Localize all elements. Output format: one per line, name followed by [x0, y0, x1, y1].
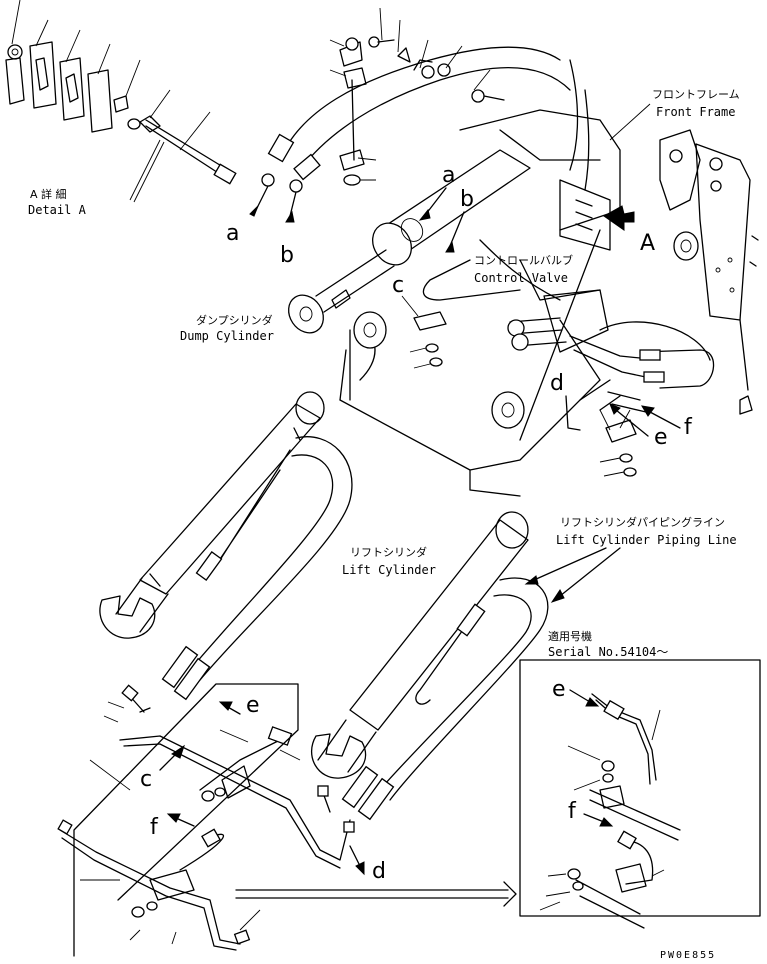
- transfer-arrow: [235, 889, 509, 899]
- dump-cylinder-label-en: Dump Cylinder: [180, 329, 274, 343]
- control-valve: [422, 239, 715, 431]
- ref-arrows-ab-dump: [418, 187, 465, 253]
- dump-cylinder-label-jp: ダンプシリンダ: [196, 313, 273, 327]
- lift-cylinder-label-jp: リフトシリンダ: [350, 545, 427, 559]
- detail-a-label-en: Detail A: [28, 203, 87, 217]
- control-valve-label-jp: コントロールバルブ: [474, 253, 573, 267]
- ref-e-lower-arrowhead: [218, 701, 233, 711]
- ref-f-lower: f: [150, 815, 159, 840]
- serial-label-jp: 適用号機: [548, 629, 592, 643]
- detail-a-label-jp: A 詳 細: [30, 187, 67, 201]
- ref-f-upper: f: [684, 415, 693, 440]
- front-frame: [459, 109, 759, 415]
- lift-piping-label-en: Lift Cylinder Piping Line: [556, 533, 737, 547]
- lift-cylinder-right: [311, 511, 549, 821]
- ref-d-upper: d: [550, 371, 564, 396]
- ref-c-lower: c: [140, 767, 152, 792]
- lift-cylinder-left: [99, 391, 353, 701]
- ref-d-lower-arrow: [349, 845, 361, 867]
- ref-f-inset-arrow: [583, 813, 605, 823]
- view-a-marker: A: [640, 231, 655, 256]
- ref-b-left: b: [280, 243, 294, 268]
- ref-d-lower: d: [372, 859, 386, 884]
- main-frame: [339, 229, 601, 497]
- control-valve-label-en: Control Valve: [474, 271, 568, 285]
- top-hoses: [261, 7, 590, 193]
- serial-label-en: Serial No.54104～: [548, 645, 668, 659]
- ref-a-dump: a: [442, 163, 455, 188]
- ref-e-inset: e: [552, 677, 566, 702]
- view-a-arrow-icon: [603, 205, 635, 231]
- dump-cylinder: [287, 149, 531, 334]
- ref-f-inset-arrowhead: [599, 817, 614, 827]
- front-frame-label-jp: フロントフレーム: [652, 88, 740, 101]
- serial-inset: [519, 659, 761, 929]
- lift-cylinder-label-en: Lift Cylinder: [342, 563, 436, 577]
- front-frame-leader: [609, 103, 651, 141]
- lift-piping-label-jp: リフトシリンダパイピングライン: [560, 515, 725, 529]
- ref-arrows-ab-left: [249, 185, 297, 223]
- ref-f-inset: f: [568, 799, 577, 824]
- transfer-arrowhead: [503, 881, 517, 907]
- drawing-code: PW0E855: [660, 950, 716, 961]
- detail-a-illustration: [5, 0, 237, 203]
- bracket-d-upper: [565, 395, 637, 477]
- ref-c-upper: c: [392, 273, 404, 298]
- lower-piping: [57, 683, 355, 957]
- ref-c-lower-arrowhead: [171, 744, 185, 759]
- ref-e-inset-arrow: [569, 689, 591, 703]
- ref-e-upper: e: [654, 425, 668, 450]
- ref-e-inset-arrowhead: [585, 697, 600, 707]
- bracket-c-upper: [401, 295, 447, 369]
- lift-piping-leaders: [524, 547, 621, 603]
- ref-f-lower-arrowhead: [166, 813, 181, 823]
- ref-e-lower: e: [246, 693, 260, 718]
- ref-b-dump: b: [460, 187, 474, 212]
- ref-a-left: a: [226, 221, 239, 246]
- front-frame-label-en: Front Frame: [656, 105, 735, 119]
- ref-d-lower-arrowhead: [355, 861, 365, 876]
- ref-f-lower-arrow: [175, 817, 195, 827]
- ref-arrows-ef-upper: [609, 403, 681, 437]
